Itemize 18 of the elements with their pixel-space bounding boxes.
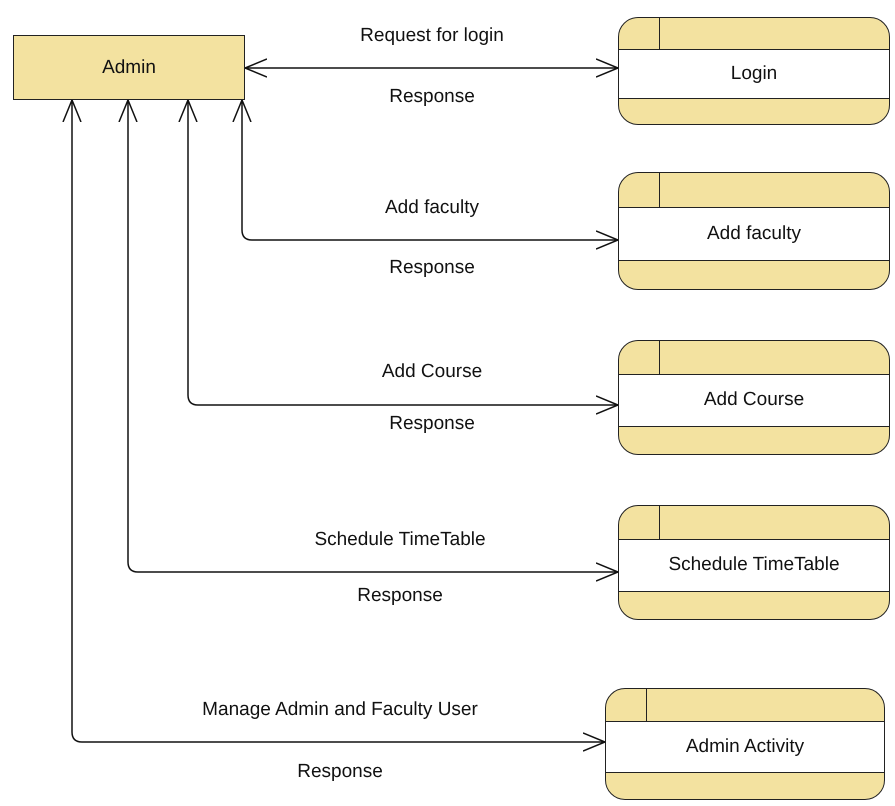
entity-box xyxy=(13,35,245,100)
arrow xyxy=(244,58,619,78)
arrow xyxy=(178,99,619,415)
node-label: Admin xyxy=(102,56,156,78)
node-label: Admin Activity xyxy=(686,736,804,758)
process-box xyxy=(605,688,885,800)
arrow xyxy=(62,99,606,752)
edge-label: Add faculty xyxy=(383,197,481,219)
process-box xyxy=(618,340,890,455)
process-box xyxy=(618,505,890,620)
node-label: Add faculty xyxy=(707,222,801,245)
arrow xyxy=(118,99,619,582)
arrow xyxy=(232,99,619,250)
node-label: Add Course xyxy=(704,389,804,412)
node-label: Schedule TimeTable xyxy=(668,554,840,576)
node-label: Login xyxy=(730,62,778,85)
process-box xyxy=(618,17,890,125)
process-box xyxy=(618,172,890,290)
